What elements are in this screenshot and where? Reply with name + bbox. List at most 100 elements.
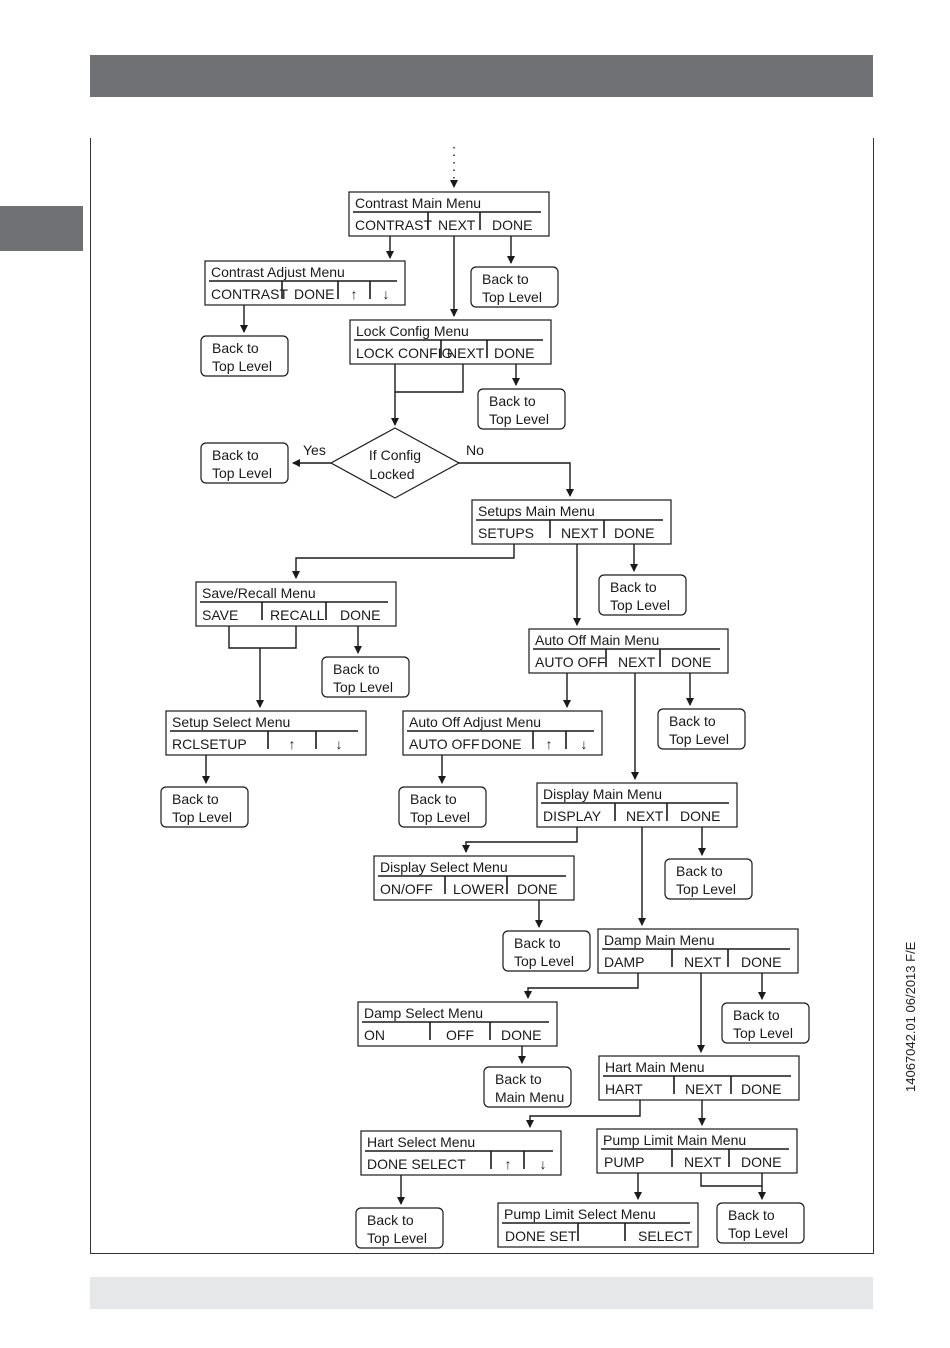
box-line-2: Top Level [172,809,232,825]
menu-box-border [536,782,738,828]
box-line-2: Top Level [489,411,549,427]
box-line-1: Back to [333,661,380,677]
box-line-1: Back to [482,271,529,287]
decision-diamond [329,427,461,499]
menu-box-border [596,1128,798,1174]
box-line-1: Back to [514,935,561,951]
menu-title: Save/Recall Menu [202,585,316,601]
menu-box-border [195,581,397,627]
box-line-1: Back to [495,1071,542,1087]
menu-title: Setups Main Menu [478,503,595,519]
box-line-1: Back to [669,713,716,729]
menu-option: DONE [614,525,654,541]
menu-option: DONE SET [505,1228,577,1244]
box-line-2: Top Level [514,953,574,969]
up-arrow-icon: ↑ [351,286,358,302]
menu-option: NEXT [684,1154,722,1170]
menu-option: PUMP [604,1154,644,1170]
box-border [477,388,566,430]
menu-box-border [349,319,552,365]
box-line-2: Top Level [333,679,393,695]
box-border [200,335,289,377]
up-arrow-icon: ↑ [289,736,296,752]
menu-option: DONE [671,654,711,670]
menu-option: CONTRAST [211,286,288,302]
menu-option: ON [364,1027,385,1043]
box-line-1: Back to [610,579,657,595]
menu-box-border [357,1001,558,1047]
menu-title: Contrast Adjust Menu [211,264,345,280]
menu-title: Display Select Menu [380,859,508,875]
menu-box-border [360,1130,562,1176]
menu-option: DONE SELECT [367,1156,466,1172]
diagram-frame [90,138,874,1254]
box-line-2: Top Level [728,1225,788,1241]
menu-title: Auto Off Adjust Menu [409,714,541,730]
box-border [160,786,249,828]
menu-option: RECALL [270,607,325,623]
back-to-top-level-box: Back to Top Level [355,1207,444,1249]
menu-option: DONE [340,607,380,623]
menu-option: DONE [741,954,781,970]
menu-option: NEXT [618,654,656,670]
box-border [657,708,746,750]
back-to-top-level-box: Back to Top Level [598,574,687,616]
menu-option: DAMP [604,954,644,970]
box-border [721,1002,810,1044]
box-line-1: Back to [212,447,259,463]
box-line-2: Top Level [212,358,272,374]
flow-connector [700,1173,763,1187]
menu-option: NEXT [626,808,664,824]
box-line-2: Top Level [610,597,670,613]
box-line-1: Back to [676,863,723,879]
down-arrow-icon: ↓ [581,736,588,752]
flow-connector [526,1100,641,1128]
box-border [200,442,289,484]
flow-connector [292,544,515,579]
box-border [398,786,487,828]
menu-option: NEXT [684,954,722,970]
flow-connector [228,626,297,649]
box-border [598,574,687,616]
menu-option: DONE [517,881,557,897]
menu-option: NEXT [685,1081,723,1097]
menu-title: Damp Select Menu [364,1005,483,1021]
flow-connector [524,973,639,999]
down-arrow-icon: ↓ [336,736,343,752]
menu-title: Hart Select Menu [367,1134,475,1150]
menu-title: Pump Limit Select Menu [504,1206,656,1222]
menu-option: DONE [494,345,534,361]
menu-option: NEXT [438,217,476,233]
menu-option: DONE [492,217,532,233]
menu-option: LOCK CONFIG [356,345,452,361]
box-line-1: Back to [367,1212,414,1228]
down-arrow-icon: ↓ [540,1156,547,1172]
menu-title: Pump Limit Main Menu [603,1132,746,1148]
box-border [470,266,559,308]
menu-title: Setup Select Menu [172,714,290,730]
menu-box-border [528,628,729,674]
box-line-2: Top Level [367,1230,427,1246]
flow-connector [462,827,578,853]
decision-yes-label: Yes [303,442,326,458]
box-line-1: Back to [733,1007,780,1023]
